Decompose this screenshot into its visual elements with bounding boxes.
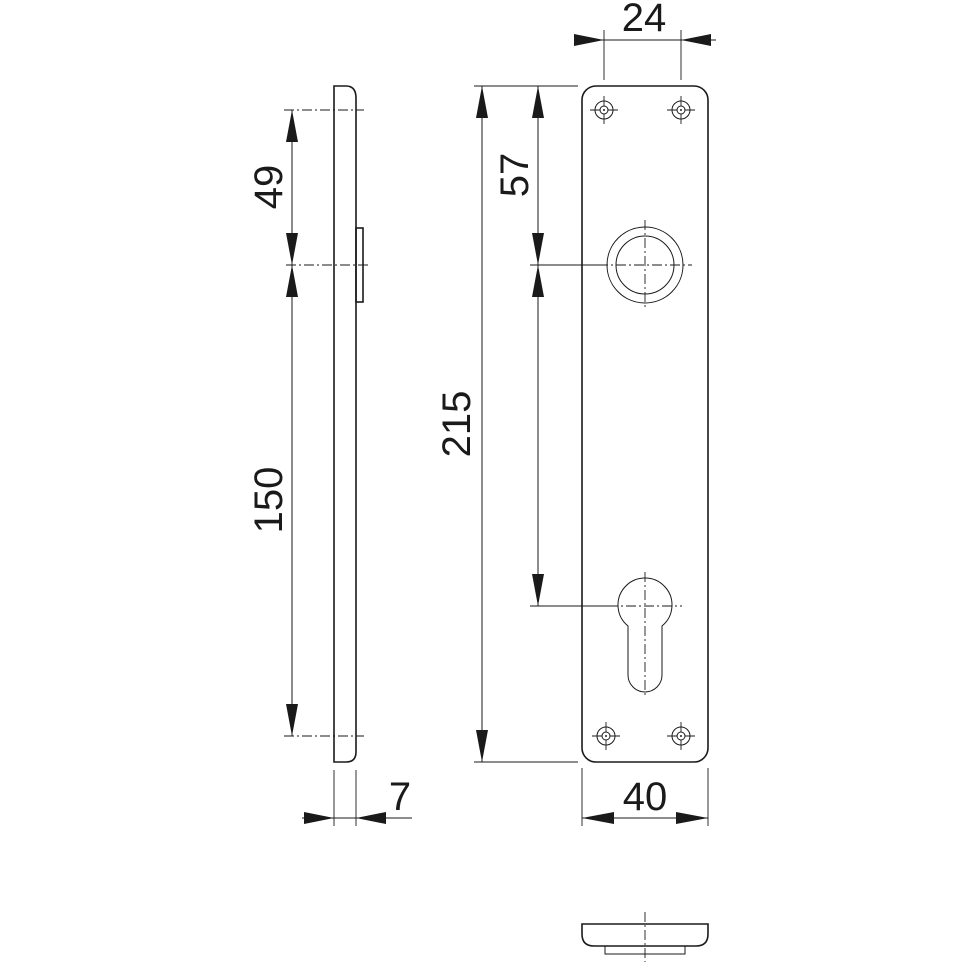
dimension-spindle-from-top: 57 xyxy=(493,86,544,265)
dimension-label-7: 7 xyxy=(389,775,411,819)
dimension-plate-thickness: 7 xyxy=(302,775,412,824)
screw-hole-top-right xyxy=(667,96,695,124)
dimension-label-57: 57 xyxy=(493,153,537,198)
screw-hole-bottom-left xyxy=(592,722,620,750)
dimension-label-215: 215 xyxy=(435,391,479,458)
screw-hole-top-left xyxy=(590,96,618,124)
bottom-view xyxy=(581,912,709,962)
dimension-overall-height: 215 xyxy=(435,86,488,762)
profile-cylinder-hole xyxy=(608,572,682,695)
screw-hole-bottom-right xyxy=(667,722,695,750)
bottom-plate-profile xyxy=(581,923,709,947)
dimension-label-24: 24 xyxy=(622,0,667,40)
side-view xyxy=(284,85,370,826)
dimension-side-lower: 150 xyxy=(247,265,298,736)
dimension-label-49: 49 xyxy=(247,165,291,210)
dimension-label-40: 40 xyxy=(623,775,668,819)
dimension-spindle-to-cylinder-front xyxy=(532,265,544,606)
front-view xyxy=(474,30,709,826)
dimension-side-upper: 49 xyxy=(247,110,298,265)
dimension-top-hole-spacing: 24 xyxy=(574,0,716,46)
side-plate-outline xyxy=(333,85,357,763)
dimension-label-150: 150 xyxy=(247,467,291,534)
dimension-plate-width: 40 xyxy=(582,775,708,824)
front-plate-outline xyxy=(581,85,709,763)
handle-spindle-hole xyxy=(598,220,692,310)
